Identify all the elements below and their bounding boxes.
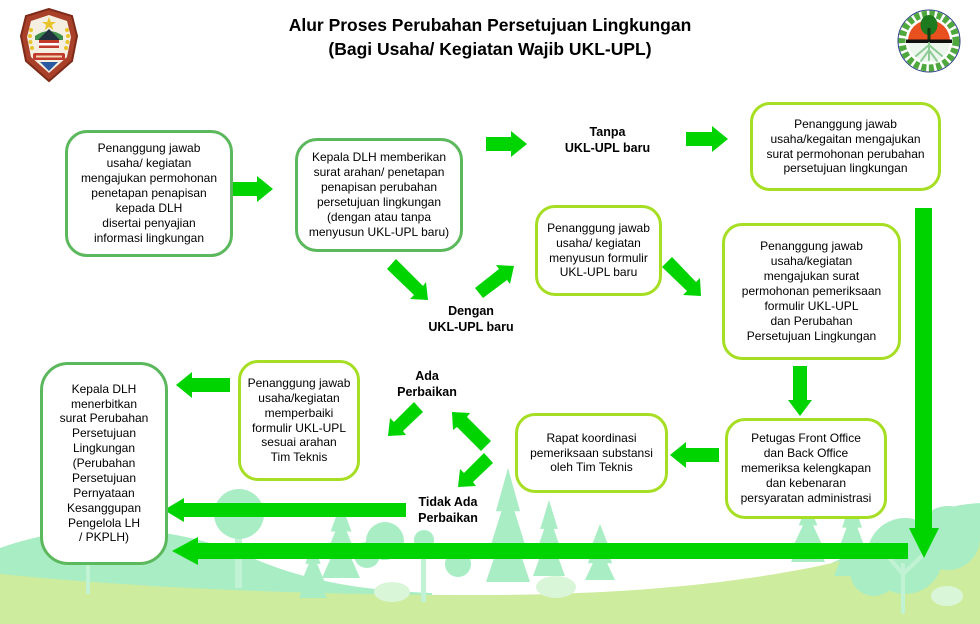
label-tanpa-ukl-upl-text: Tanpa UKL-UPL baru <box>564 125 651 156</box>
tree-trunk <box>86 560 90 594</box>
box-pemeriksaan-administrasi: Petugas Front Office dan Back Office mem… <box>725 418 887 519</box>
label-tanpa-ukl-upl: Tanpa UKL-UPL baru <box>545 124 670 157</box>
box-arahan-dlh: Kepala DLH memberikan surat arahan/ pene… <box>295 138 463 252</box>
ministry-environment-forestry-logo <box>897 9 961 73</box>
box-permohonan-penapisan: Penanggung jawab usaha/ kegiatan mengaju… <box>65 130 233 257</box>
arrow-diagonal-to-pemeriksaan <box>662 257 701 296</box>
box-permohonan-pemeriksaan: Penanggung jawab usaha/kegiatan mengajuk… <box>722 223 901 360</box>
regency-crest-logo <box>19 7 79 83</box>
box-arahan-dlh-text: Kepala DLH memberikan surat arahan/ pene… <box>308 150 450 239</box>
box-rapat-koordinasi-text: Rapat koordinasi pemeriksaan substansi o… <box>530 430 653 475</box>
arrow-left-short-bottom <box>164 498 406 522</box>
box-perbaikan-formulir-text: Penanggung jawab usaha/kegiatan memperba… <box>247 375 351 465</box>
box-permohonan-perubahan-text: Penanggung jawab usaha/kegaitan mengajuk… <box>766 116 925 176</box>
arrow-diagonal-from-dengan <box>475 265 514 298</box>
label-tidak-ada-perbaikan-text: Tidak Ada Perbaikan <box>418 495 478 526</box>
page-title-line2: (Bagi Usaha/ Kegiatan Wajib UKL-UPL) <box>328 38 652 59</box>
box-perbaikan-formulir: Penanggung jawab usaha/kegiatan memperba… <box>238 360 360 481</box>
bush <box>536 576 576 598</box>
label-dengan-ukl-upl: Dengan UKL-UPL baru <box>406 303 536 336</box>
box-menyusun-formulir: Penanggung jawab usaha/ kegiatan menyusu… <box>535 205 662 296</box>
box-pemeriksaan-administrasi-text: Petugas Front Office dan Back Office mem… <box>740 431 872 505</box>
box-permohonan-pemeriksaan-text: Penanggung jawab usaha/kegiatan mengajuk… <box>741 239 882 343</box>
arrow-down-long-right <box>909 208 939 558</box>
conifer-tree <box>299 543 327 598</box>
arrow-downleft-tidak-ada <box>458 453 493 487</box>
label-tidak-ada-perbaikan: Tidak Ada Perbaikan <box>393 494 503 527</box>
arrow-diagonal-to-dengan <box>387 259 428 300</box>
box-permohonan-penapisan-text: Penanggung jawab usaha/ kegiatan mengaju… <box>80 141 218 245</box>
arrow-right-to-tanpa <box>486 131 527 157</box>
arrow-down-to-front-office <box>788 366 812 416</box>
box-menyusun-formulir-text: Penanggung jawab usaha/ kegiatan menyusu… <box>547 220 650 280</box>
bush <box>374 582 410 602</box>
arrow-left-long-bottom <box>172 537 908 565</box>
label-ada-perbaikan: Ada Perbaikan <box>377 368 477 401</box>
label-dengan-ukl-upl-text: Dengan UKL-UPL baru <box>428 304 514 335</box>
arrow-upleft-ada-perbaikan <box>452 412 491 451</box>
box-penerbitan-pkplh: Kepala DLH menerbitkan surat Perubahan P… <box>40 362 168 565</box>
arrow-right-from-tanpa <box>686 126 728 152</box>
box-rapat-koordinasi: Rapat koordinasi pemeriksaan substansi o… <box>515 413 668 493</box>
arrow-left-to-kepala-dlh <box>176 372 230 398</box>
arrow-left-to-rapat <box>670 442 719 468</box>
arrow-right-screening <box>233 176 273 202</box>
arrow-downleft-to-perbaikan-box <box>388 402 423 436</box>
grass-foreground <box>0 538 980 624</box>
page-title-line1: Alur Proses Perubahan Persetujuan Lingku… <box>288 15 692 35</box>
label-ada-perbaikan-text: Ada Perbaikan <box>397 369 457 400</box>
bush <box>931 586 963 606</box>
page-title: Alur Proses Perubahan Persetujuan Lingku… <box>120 14 860 61</box>
box-penerbitan-pkplh-text: Kepala DLH menerbitkan surat Perubahan P… <box>59 381 149 545</box>
box-permohonan-perubahan: Penanggung jawab usaha/kegaitan mengajuk… <box>750 102 941 191</box>
tree-trunk <box>421 546 426 602</box>
conifer-tree <box>322 503 360 578</box>
